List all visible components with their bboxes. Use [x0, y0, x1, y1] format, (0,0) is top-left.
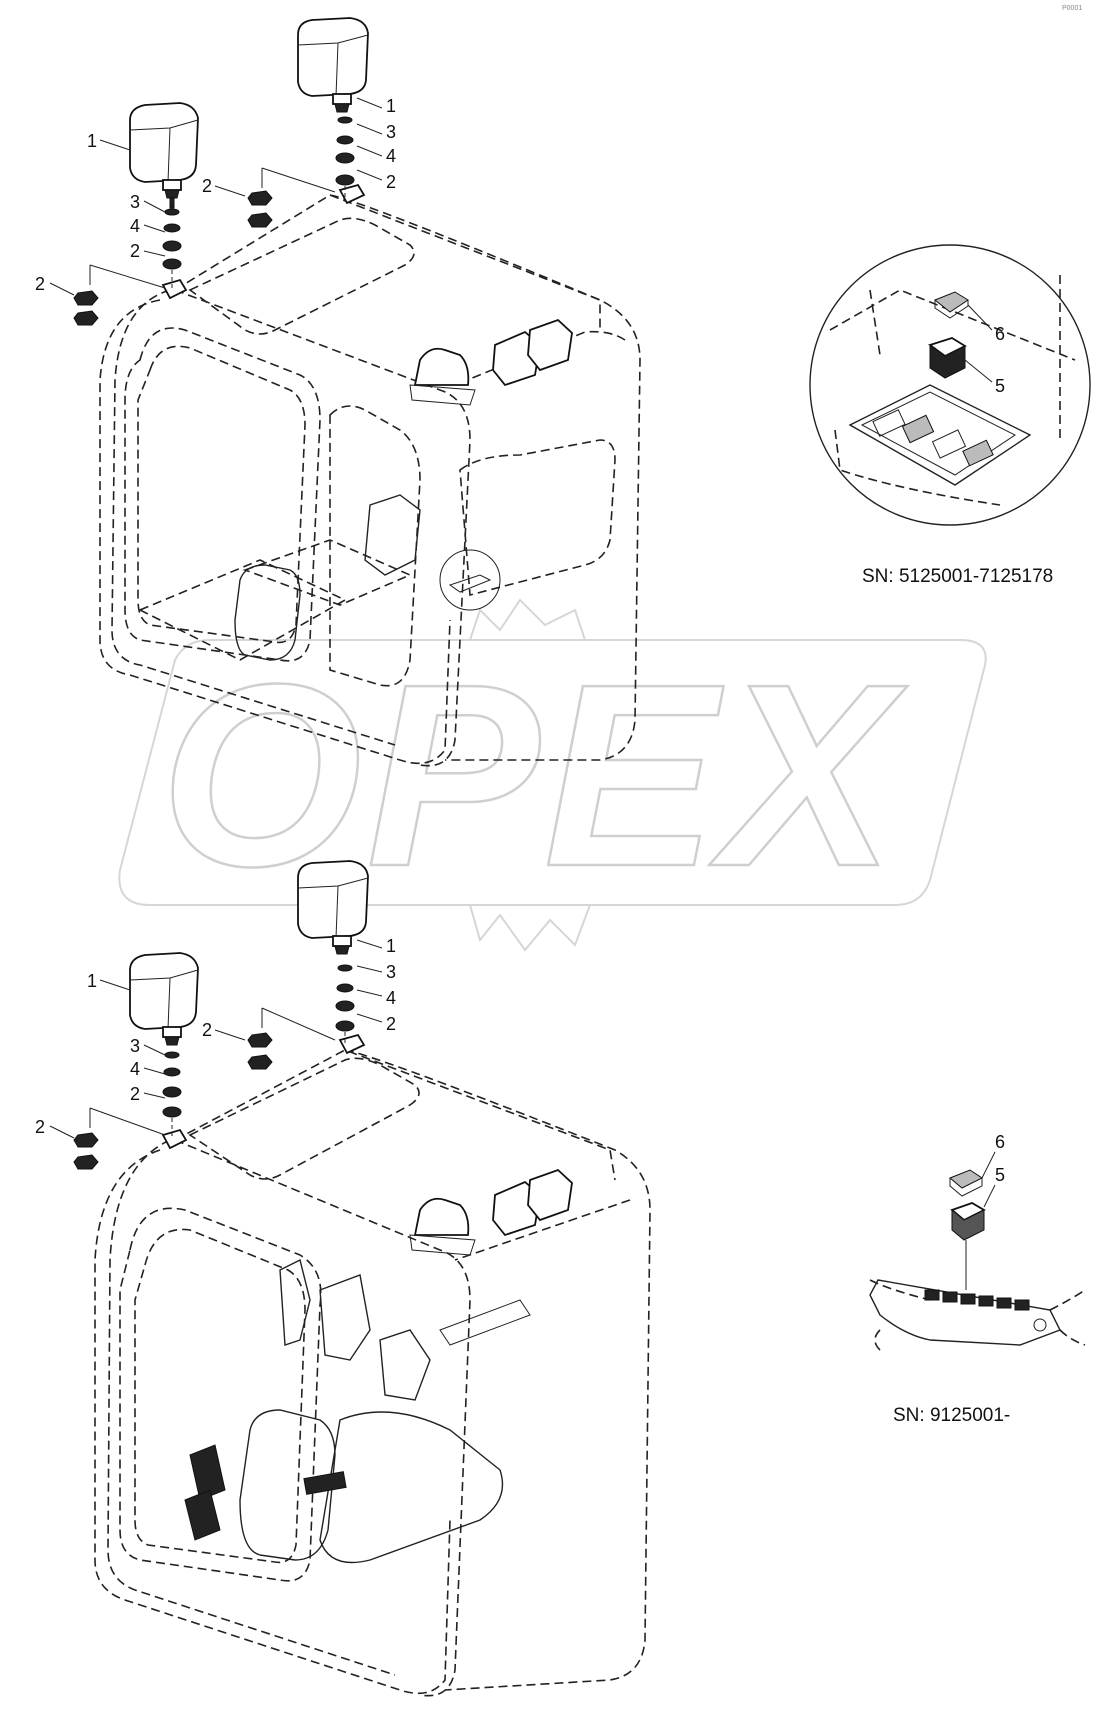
callout-2: 2 — [130, 241, 140, 261]
washer-stack-left-top — [162, 197, 182, 288]
callout-4: 4 — [386, 146, 396, 166]
work-light-left-bottom — [129, 952, 199, 1046]
callout-5: 5 — [995, 1165, 1005, 1185]
serial-range-label-bottom: SN: 9125001- — [893, 1405, 1010, 1426]
callout-2: 2 — [386, 1014, 396, 1034]
callout-4: 4 — [130, 216, 140, 236]
callout-2: 2 — [35, 1117, 45, 1137]
callout-4: 4 — [386, 988, 396, 1008]
callout-3: 3 — [386, 122, 396, 142]
callout-4: 4 — [130, 1059, 140, 1079]
opex-watermark: OPEX — [118, 598, 987, 952]
callout-2: 2 — [202, 176, 212, 196]
callout-6: 6 — [995, 324, 1005, 344]
loose-nuts-top — [73, 167, 336, 326]
callout-2: 2 — [386, 172, 396, 192]
work-light-left-top — [129, 102, 199, 199]
callouts-top: 1 3 4 2 2 2 1 3 4 2 — [35, 96, 396, 296]
watermark-text: OPEX — [160, 631, 908, 921]
callout-1: 1 — [386, 96, 396, 116]
work-light-right-top — [297, 17, 369, 113]
callout-3: 3 — [130, 192, 140, 212]
cab-assembly-top — [99, 183, 641, 767]
callouts-bottom: 1 3 4 2 2 2 1 3 4 2 — [35, 936, 396, 1139]
callout-1: 1 — [87, 971, 97, 991]
cab-assembly-bottom — [94, 1033, 651, 1697]
callout-1: 1 — [386, 936, 396, 956]
callout-1: 1 — [87, 131, 97, 151]
switch-row — [924, 1289, 1030, 1311]
work-light-right-bottom — [297, 860, 369, 955]
callout-2: 2 — [130, 1084, 140, 1104]
washer-stack-right-bottom — [335, 964, 355, 1045]
serial-range-label-top: SN: 5125001-7125178 — [862, 566, 1053, 587]
callout-3: 3 — [130, 1036, 140, 1056]
corner-mark: P0001 — [1062, 5, 1082, 12]
switch-panel-detail-top: 6 5 — [809, 244, 1091, 526]
washer-stack-left-bottom — [162, 1051, 182, 1136]
loose-nuts-bottom — [73, 1007, 336, 1170]
callout-5: 5 — [995, 376, 1005, 396]
switch-panel-detail-bottom: 6 5 — [869, 1132, 1086, 1351]
callout-2: 2 — [35, 274, 45, 294]
washer-stack-right-top — [335, 116, 355, 198]
callout-6: 6 — [995, 1132, 1005, 1152]
callout-3: 3 — [386, 962, 396, 982]
callout-2: 2 — [202, 1020, 212, 1040]
